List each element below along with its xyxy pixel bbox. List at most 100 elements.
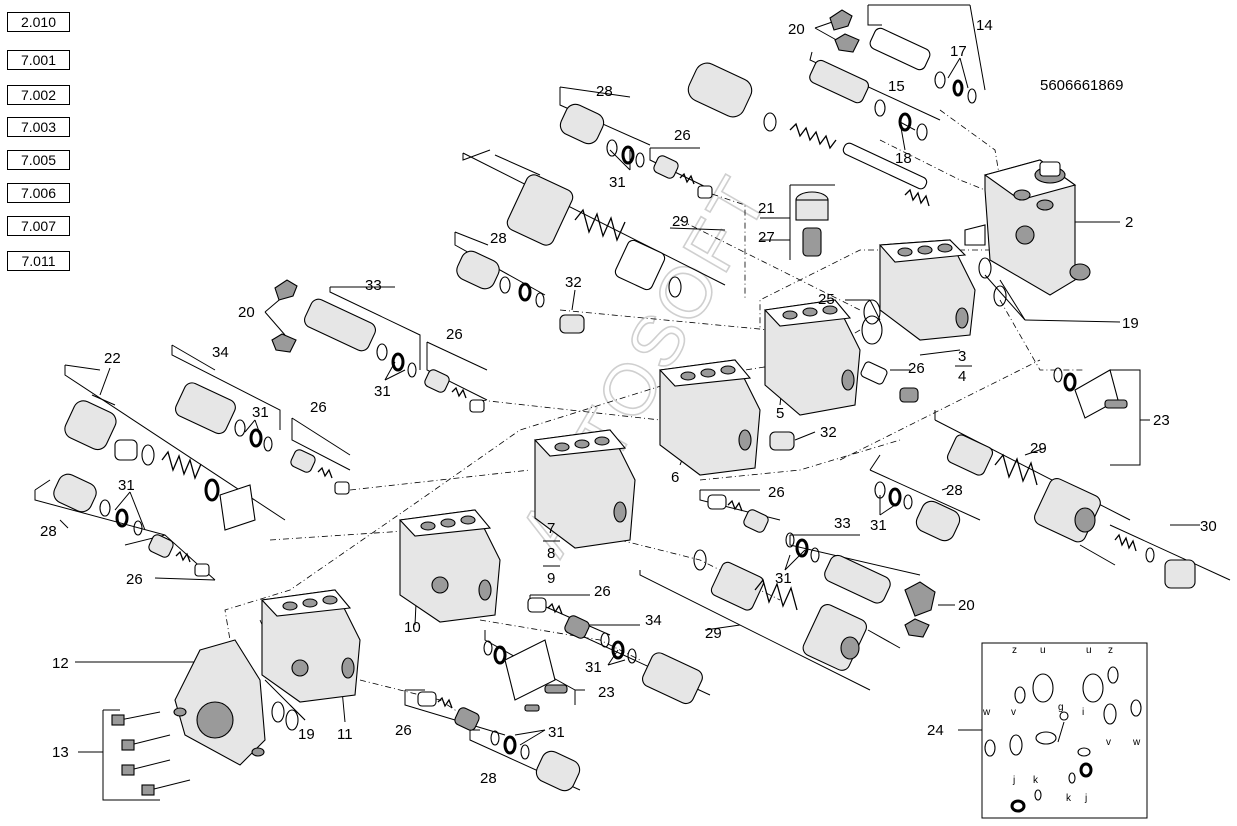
callout-3[interactable]: 3: [958, 348, 966, 365]
callout-24[interactable]: 24: [927, 722, 944, 739]
kit-letter-v: v: [1106, 737, 1111, 748]
callout-19[interactable]: 19: [298, 726, 315, 743]
part-plug-21: [795, 191, 829, 257]
callout-labels: 20 14 17 15 18 28 26 31 21 27 2 29 28 32…: [40, 17, 1217, 787]
part-valve-33b: [785, 532, 936, 638]
callout-21[interactable]: 21: [758, 200, 775, 217]
callout-26[interactable]: 26: [395, 722, 412, 739]
callout-14[interactable]: 14: [976, 17, 993, 34]
callout-15[interactable]: 15: [888, 78, 905, 95]
part-valve-34a: [175, 382, 273, 452]
callout-26[interactable]: 26: [768, 484, 785, 501]
callout-17[interactable]: 17: [950, 43, 967, 60]
callout-31[interactable]: 31: [374, 383, 391, 400]
callout-19[interactable]: 19: [1122, 315, 1139, 332]
callout-31[interactable]: 31: [118, 477, 135, 494]
part-spool-assembly: [687, 62, 930, 207]
callout-31[interactable]: 31: [870, 517, 887, 534]
callout-32[interactable]: 32: [820, 424, 837, 441]
callout-13[interactable]: 13: [52, 744, 69, 761]
callout-31[interactable]: 31: [609, 174, 626, 191]
callout-28[interactable]: 28: [40, 523, 57, 540]
callout-6[interactable]: 6: [671, 469, 679, 486]
part-spring-cap-29c: [693, 549, 901, 671]
part-cover-23b: [483, 639, 568, 712]
ref-box-7-001[interactable]: 7.001: [7, 50, 70, 70]
part-section-7-8-9: [533, 429, 636, 549]
part-end-cover-12: [173, 639, 299, 766]
callout-2[interactable]: 2: [1125, 214, 1133, 231]
part-section-3-4: [878, 239, 976, 341]
callout-28[interactable]: 28: [596, 83, 613, 100]
callout-8[interactable]: 8: [547, 545, 555, 562]
callout-34[interactable]: 34: [212, 344, 229, 361]
callout-31[interactable]: 31: [548, 724, 565, 741]
part-cartridge-28d: [53, 473, 143, 536]
callout-31[interactable]: 31: [252, 404, 269, 421]
callout-7[interactable]: 7: [547, 520, 555, 537]
callout-23[interactable]: 23: [1153, 412, 1170, 429]
callout-28[interactable]: 28: [946, 482, 963, 499]
callout-26[interactable]: 26: [126, 571, 143, 588]
callout-33[interactable]: 33: [365, 277, 382, 294]
ref-box-7-006[interactable]: 7.006: [7, 183, 70, 203]
callout-28[interactable]: 28: [490, 230, 507, 247]
callout-25[interactable]: 25: [818, 291, 835, 308]
part-valve-34b: [600, 632, 703, 705]
callout-23[interactable]: 23: [598, 684, 615, 701]
part-cartridge-28a: [559, 103, 645, 168]
part-cartridge-28e: [490, 730, 581, 792]
ref-box-7-005[interactable]: 7.005: [7, 150, 70, 170]
kit-letter-k: k: [1033, 775, 1039, 786]
callout-22[interactable]: 22: [104, 350, 121, 367]
callout-12[interactable]: 12: [52, 655, 69, 672]
ref-box-7-011[interactable]: 7.011: [7, 251, 70, 271]
callout-30[interactable]: 30: [1200, 518, 1217, 535]
part-check-valve-26g: [527, 597, 590, 639]
part-check-valve-26c: [860, 361, 919, 403]
callout-33[interactable]: 33: [834, 515, 851, 532]
callout-32[interactable]: 32: [565, 274, 582, 291]
kit-letter-u: u: [1086, 645, 1092, 656]
callout-10[interactable]: 10: [404, 619, 421, 636]
ref-box-7-007[interactable]: 7.007: [7, 216, 70, 236]
callout-4[interactable]: 4: [958, 368, 966, 385]
callout-31[interactable]: 31: [775, 570, 792, 587]
callout-26[interactable]: 26: [674, 127, 691, 144]
callout-34[interactable]: 34: [645, 612, 662, 629]
kit-letter-g: g: [1058, 702, 1064, 713]
callout-26[interactable]: 26: [594, 583, 611, 600]
callout-18[interactable]: 18: [895, 150, 912, 167]
callout-29[interactable]: 29: [672, 213, 689, 230]
kit-letter-u: u: [1040, 645, 1046, 656]
ref-box-7-003[interactable]: 7.003: [7, 117, 70, 137]
part-plug-32a: [559, 314, 585, 334]
seal-kit-box-24: [981, 642, 1148, 819]
callout-29[interactable]: 29: [705, 625, 722, 642]
part-plug-30: [1114, 533, 1196, 589]
callout-26[interactable]: 26: [310, 399, 327, 416]
ref-box-2-010[interactable]: 2.010: [7, 12, 70, 32]
callout-26[interactable]: 26: [908, 360, 925, 377]
callout-20[interactable]: 20: [238, 304, 255, 321]
callout-5[interactable]: 5: [776, 405, 784, 422]
callout-9[interactable]: 9: [547, 570, 555, 587]
ref-box-7-002[interactable]: 7.002: [7, 85, 70, 105]
part-cartridge-28b: [456, 250, 545, 308]
part-check-valve-26a: [653, 155, 713, 199]
callout-29[interactable]: 29: [1030, 440, 1047, 457]
callout-20[interactable]: 20: [958, 597, 975, 614]
callout-26[interactable]: 26: [446, 326, 463, 343]
callout-27[interactable]: 27: [758, 229, 775, 246]
callout-31[interactable]: 31: [585, 659, 602, 676]
part-cartridge-28c: [874, 481, 961, 542]
kit-letter-w: w: [982, 707, 991, 718]
part-body-2: [964, 159, 1091, 296]
part-section-10: [398, 509, 501, 623]
callout-20[interactable]: 20: [788, 21, 805, 38]
part-valve-15: [809, 59, 928, 141]
callout-28[interactable]: 28: [480, 770, 497, 787]
callout-11[interactable]: 11: [337, 726, 353, 743]
kit-letter-j: j: [1012, 775, 1015, 786]
